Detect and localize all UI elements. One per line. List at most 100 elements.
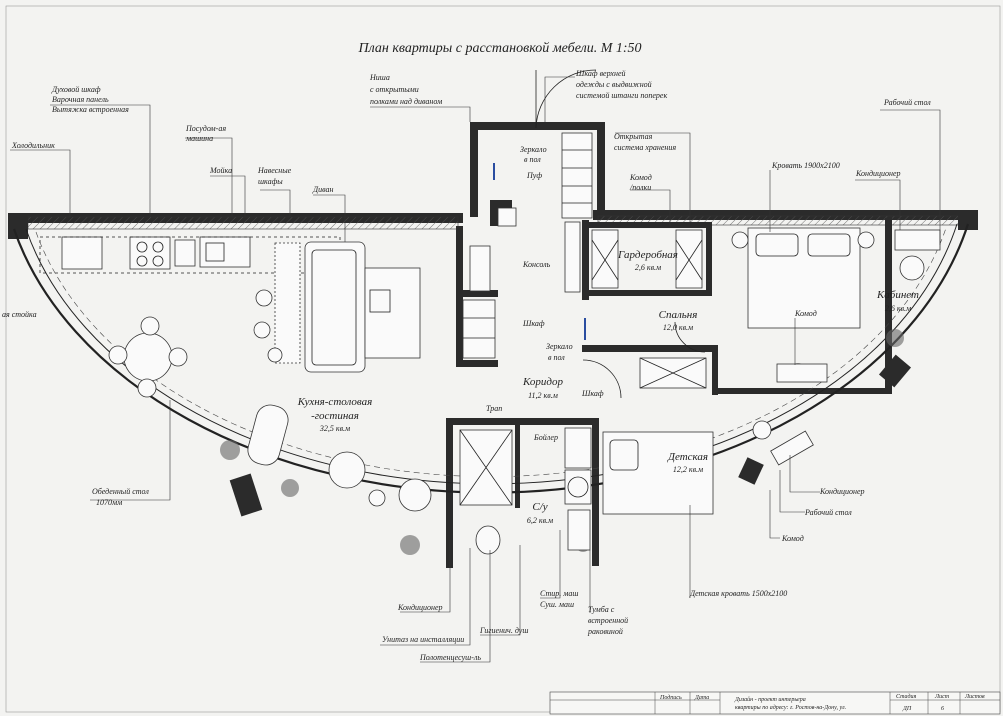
label-washer-2: Суш. маш: [540, 600, 574, 609]
bedroom-dresser: [776, 363, 828, 383]
wall-bedroom-bottom: [582, 345, 717, 352]
lounge-chair: [247, 404, 289, 466]
bar-counter: [274, 242, 301, 364]
stamp-stage: ДП: [902, 706, 912, 712]
room-bedroom-area: 12,0 кв.м: [663, 323, 693, 332]
label-pouf: Пуф: [526, 171, 542, 180]
dining-chair-4: [137, 378, 157, 398]
room-kitchen-area: 32,5 кв.м: [319, 424, 350, 433]
label-mirror2-1: Зеркало: [546, 342, 573, 351]
plant-3: [400, 535, 420, 555]
boiler: [564, 427, 592, 469]
washer: [564, 469, 592, 505]
room-office-area: 2,6 кв.м: [885, 304, 911, 313]
label-hygienic-shower: Гигиенич. душ: [479, 626, 528, 635]
label-niche-2: с открытыми: [370, 85, 419, 94]
label-mirror2-2: в пол: [548, 353, 565, 362]
bar-stool-1: [255, 289, 273, 307]
label-oven-1: Духовой шкаф: [51, 85, 101, 94]
kitchen-countertop: [27, 216, 459, 230]
leader-lines: [10, 76, 941, 663]
label-niche-1: Ниша: [369, 73, 390, 82]
pouf: [497, 207, 517, 227]
label-cabinet: Шкаф: [522, 319, 545, 328]
bar-stool-2: [253, 321, 271, 339]
label-vanity-3: раковиной: [587, 627, 623, 636]
stamp-sheet: 6: [941, 706, 944, 712]
stamp-sheets-header: Листов: [964, 694, 985, 700]
toilet: [475, 525, 501, 555]
label-dresser-shelves-1: Комод: [629, 173, 652, 182]
label-wardrobe-top-2: одежды с выдвижной: [576, 80, 652, 89]
label-kids-bed: Детская кровать 1500x2100: [689, 589, 787, 598]
label-dishwasher-1: Посудом-ая: [185, 124, 226, 133]
room-kids-name: Детская: [667, 451, 708, 463]
wall-bath-right: [592, 418, 599, 566]
label-washer-1: Стир. маш: [540, 589, 578, 598]
label-drain: Трап: [486, 404, 502, 413]
dining-chair-2: [168, 347, 188, 367]
label-aircon3: Кондиционер: [819, 487, 865, 496]
wall-corner-left: [8, 213, 28, 239]
wall-entrance-left: [470, 122, 478, 217]
wall-corner-right: [958, 210, 978, 230]
label-wardrobe-top-3: системой штанги поперек: [576, 91, 667, 100]
wall-top-right: [593, 210, 973, 220]
dining-table: [123, 332, 173, 382]
wall-bedroom-office: [712, 388, 890, 394]
plant-4: [886, 329, 904, 347]
label-dresser2: Комод: [781, 534, 804, 543]
armchair-2: [398, 478, 432, 512]
label-mirror-1: Зеркало: [520, 145, 547, 154]
stamp-sheet-header: Лист: [934, 694, 950, 700]
room-kitchen-name: Кухня-столовая: [297, 396, 372, 408]
label-towel: Полотенцесуш-ль: [419, 653, 481, 662]
facade-column-mid: [738, 457, 764, 485]
vanity: [567, 509, 591, 551]
label-dishwasher-2: машина: [185, 134, 213, 143]
wall-kids-top-right: [712, 345, 718, 395]
wall-cabinet-bottom: [456, 360, 498, 367]
label-dining-2: 1070мм: [96, 498, 122, 507]
wardrobe-unit-2: [675, 229, 703, 289]
label-aircon2: Кондиционер: [397, 603, 443, 612]
dining-chair-3: [140, 316, 160, 336]
office-chair: [899, 255, 925, 281]
bar-stool-3: [267, 347, 283, 363]
room-bath-name: С/у: [532, 501, 547, 513]
label-sink: Мойка: [209, 166, 232, 175]
stamp-project-2: квартиры по адресу: г. Ростов-на-Дону, у…: [735, 704, 846, 711]
nightstand-1: [731, 231, 749, 249]
label-vanity-2: встроенной: [588, 616, 628, 625]
entrance-door-arc: [535, 69, 597, 129]
plant-2: [281, 479, 299, 497]
kitchen-sink: [199, 236, 251, 268]
label-aircon: Кондиционер: [855, 169, 901, 178]
label-console: Консоль: [522, 260, 551, 269]
room-wardrobe-area: 2,6 кв.м: [635, 263, 661, 272]
wall-entrance-right: [597, 122, 605, 212]
label-cabinet2: Шкаф: [581, 389, 604, 398]
wall-wardrobe-right: [706, 222, 712, 296]
facade-column-right: [878, 354, 912, 388]
label-desk: Рабочий стол: [883, 98, 931, 107]
wall-bath-top: [446, 418, 598, 425]
label-open-storage-2: система хранения: [614, 143, 676, 152]
wall-bath-left: [446, 418, 453, 568]
label-dresser-shelves-2: /полки: [629, 183, 651, 192]
cooktop: [129, 236, 171, 270]
room-office-name: Кабинет: [876, 289, 919, 301]
label-wall-cabinets-2: шкафы: [258, 177, 283, 186]
label-boiler: Бойлер: [533, 433, 558, 442]
room-bedroom-name: Спальня: [659, 309, 698, 321]
stamp-date: Дата: [694, 695, 709, 701]
corridor-cabinet-2: [564, 221, 581, 293]
side-table: [368, 489, 386, 507]
label-fridge: Холодильник: [11, 141, 55, 150]
dining-chair-1: [108, 345, 128, 365]
label-bar: ая стойка: [2, 310, 37, 319]
facade-column-left: [229, 473, 263, 517]
kids-door: [674, 321, 706, 353]
